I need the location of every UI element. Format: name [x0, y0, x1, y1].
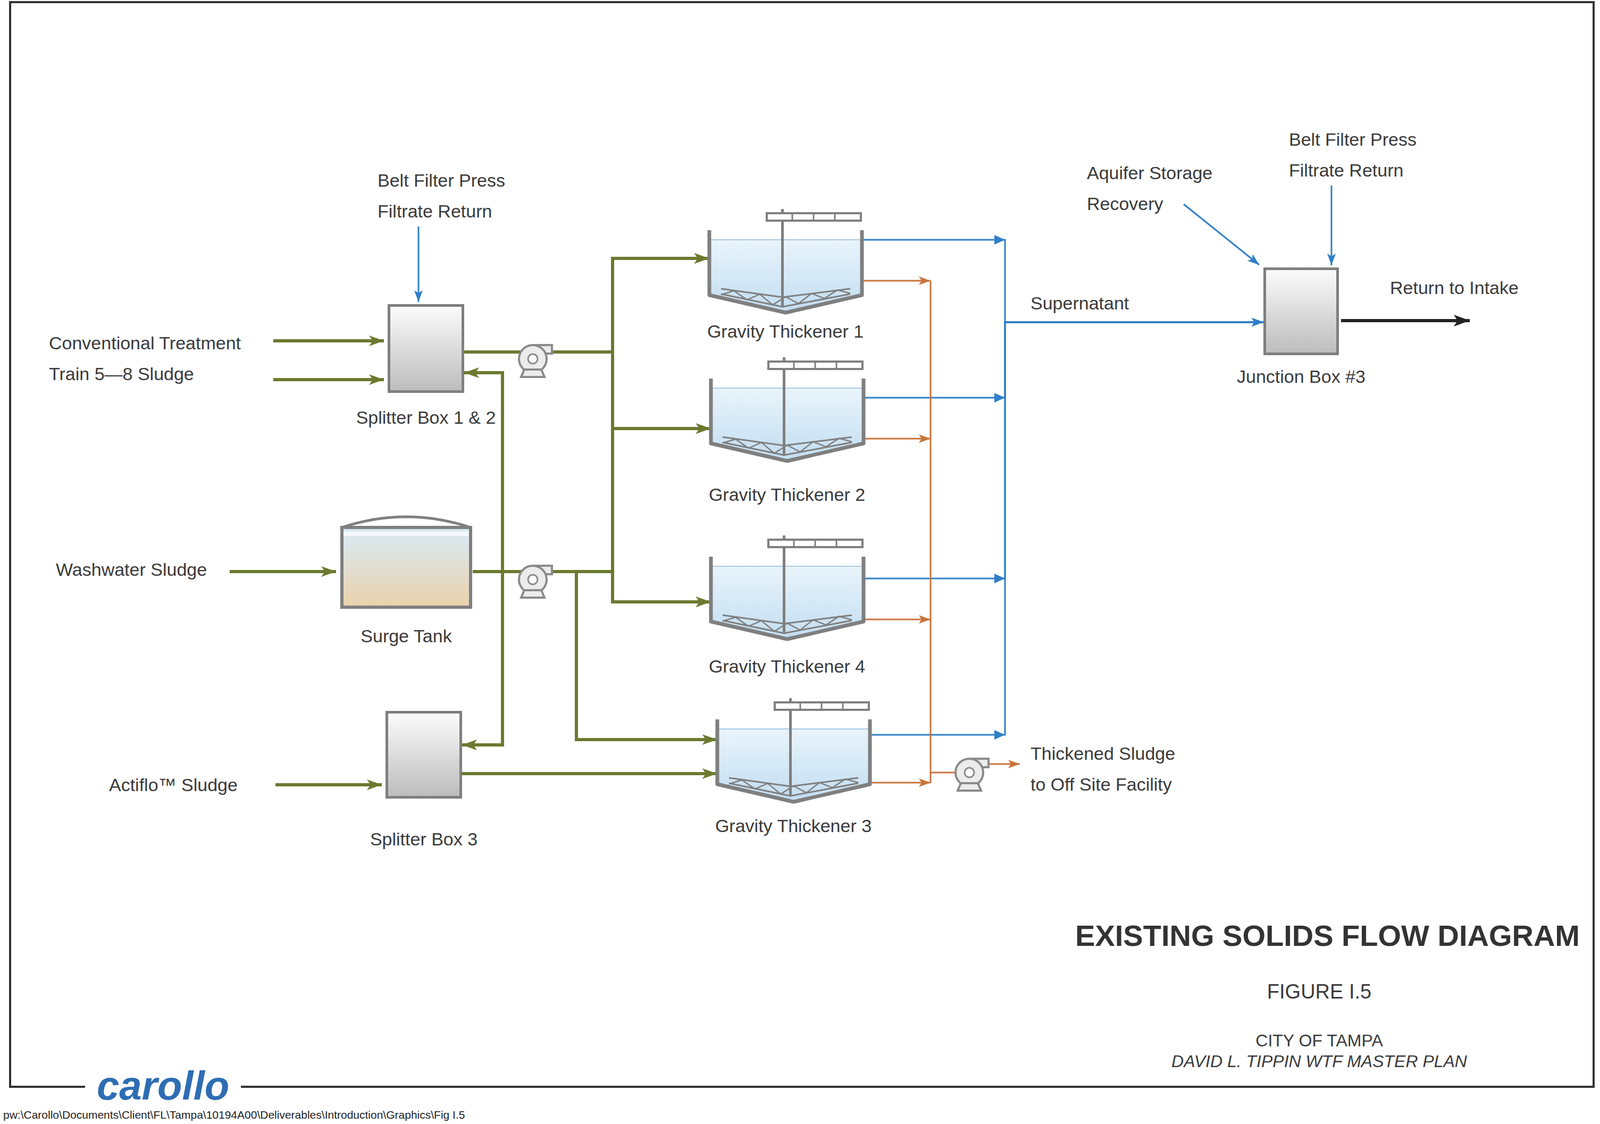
sludge-line: [472, 428, 711, 572]
sludge-line: [464, 258, 710, 353]
node-caption: Junction Box #3: [1236, 365, 1366, 388]
return-label: Belt Filter Press Filtrate Return: [377, 165, 522, 228]
company-logo: carollo: [85, 1065, 241, 1107]
gravity-thickener-shape: [708, 535, 866, 641]
input-label: Actiflo™ Sludge: [109, 774, 238, 797]
diagram-title: EXISTING SOLIDS FLOW DIAGRAM: [1075, 917, 1580, 954]
file-path: pw:\Carollo\Documents\Client\FL\Tampa\10…: [3, 1108, 465, 1122]
junction-box-shape: [1263, 267, 1339, 356]
client-name: CITY OF TAMPA: [1255, 1030, 1383, 1051]
surge-tank-shape: [339, 510, 473, 610]
sludge-line: [472, 571, 718, 740]
collector-arrowheads: [994, 235, 1005, 740]
node-caption: Splitter Box 3: [370, 828, 478, 851]
node-caption: Gravity Thickener 1: [707, 320, 864, 343]
return-label: Aquifer Storage Recovery: [1086, 157, 1226, 220]
splitter-box-shape: [385, 710, 463, 799]
supernatant-line: [869, 322, 1264, 735]
gravity-thickener: Gravity Thickener 4: [708, 535, 866, 678]
supernatant-line: [861, 239, 1264, 323]
supernatant-line: [863, 322, 1264, 579]
frame-border: [10, 2, 1594, 1087]
return-arrow: [1341, 319, 1470, 323]
input-label: Washwater Sludge: [55, 558, 207, 581]
node-caption: Splitter Box 1 & 2: [356, 406, 497, 429]
gravity-thickener-shape: [707, 208, 865, 315]
input-label: Conventional Treatment Train 5—8 Sludge: [48, 328, 262, 390]
gravity-thickener: Gravity Thickener 2: [708, 357, 866, 506]
pump-symbol: [518, 565, 552, 598]
node-caption: Gravity Thickener 3: [715, 815, 872, 837]
gravity-thickener: Gravity Thickener 1: [707, 208, 865, 343]
return-label: Belt Filter Press Filtrate Return: [1288, 124, 1433, 187]
pump-symbol: [955, 758, 989, 791]
sludge-line: [472, 571, 711, 602]
return-arrows: [418, 185, 1332, 303]
output-label: Return to Intake: [1389, 277, 1519, 299]
node-caption: Gravity Thickener 4: [708, 655, 866, 678]
project-name: DAVID L. TIPPIN WTF MASTER PLAN: [1171, 1051, 1468, 1072]
figure-number: FIGURE I.5: [1267, 979, 1372, 1005]
node-caption: Surge Tank: [360, 625, 452, 648]
sludge-line: [472, 258, 710, 572]
splitter-box: Splitter Box 3: [370, 710, 478, 851]
gravity-thickener: Gravity Thickener 3: [715, 698, 873, 837]
edge-label: Supernatant: [1028, 292, 1132, 315]
splitter-box: Splitter Box 1 & 2: [356, 304, 497, 429]
gravity-thickener-shape: [708, 357, 866, 463]
surge-tank: Surge Tank: [339, 510, 473, 648]
output-label: Thickened Sludge to Off Site Facility: [1030, 738, 1185, 801]
junction-box: Junction Box #3: [1236, 267, 1366, 388]
pump-symbol: [518, 345, 552, 378]
splitter-box-shape: [387, 304, 465, 393]
gravity-thickener-shape: [715, 698, 873, 804]
node-caption: Gravity Thickener 2: [708, 483, 866, 506]
sludge-line: [462, 772, 718, 776]
supernatant-line: [863, 322, 1264, 398]
thickened-sludge-lines: [861, 280, 1020, 783]
